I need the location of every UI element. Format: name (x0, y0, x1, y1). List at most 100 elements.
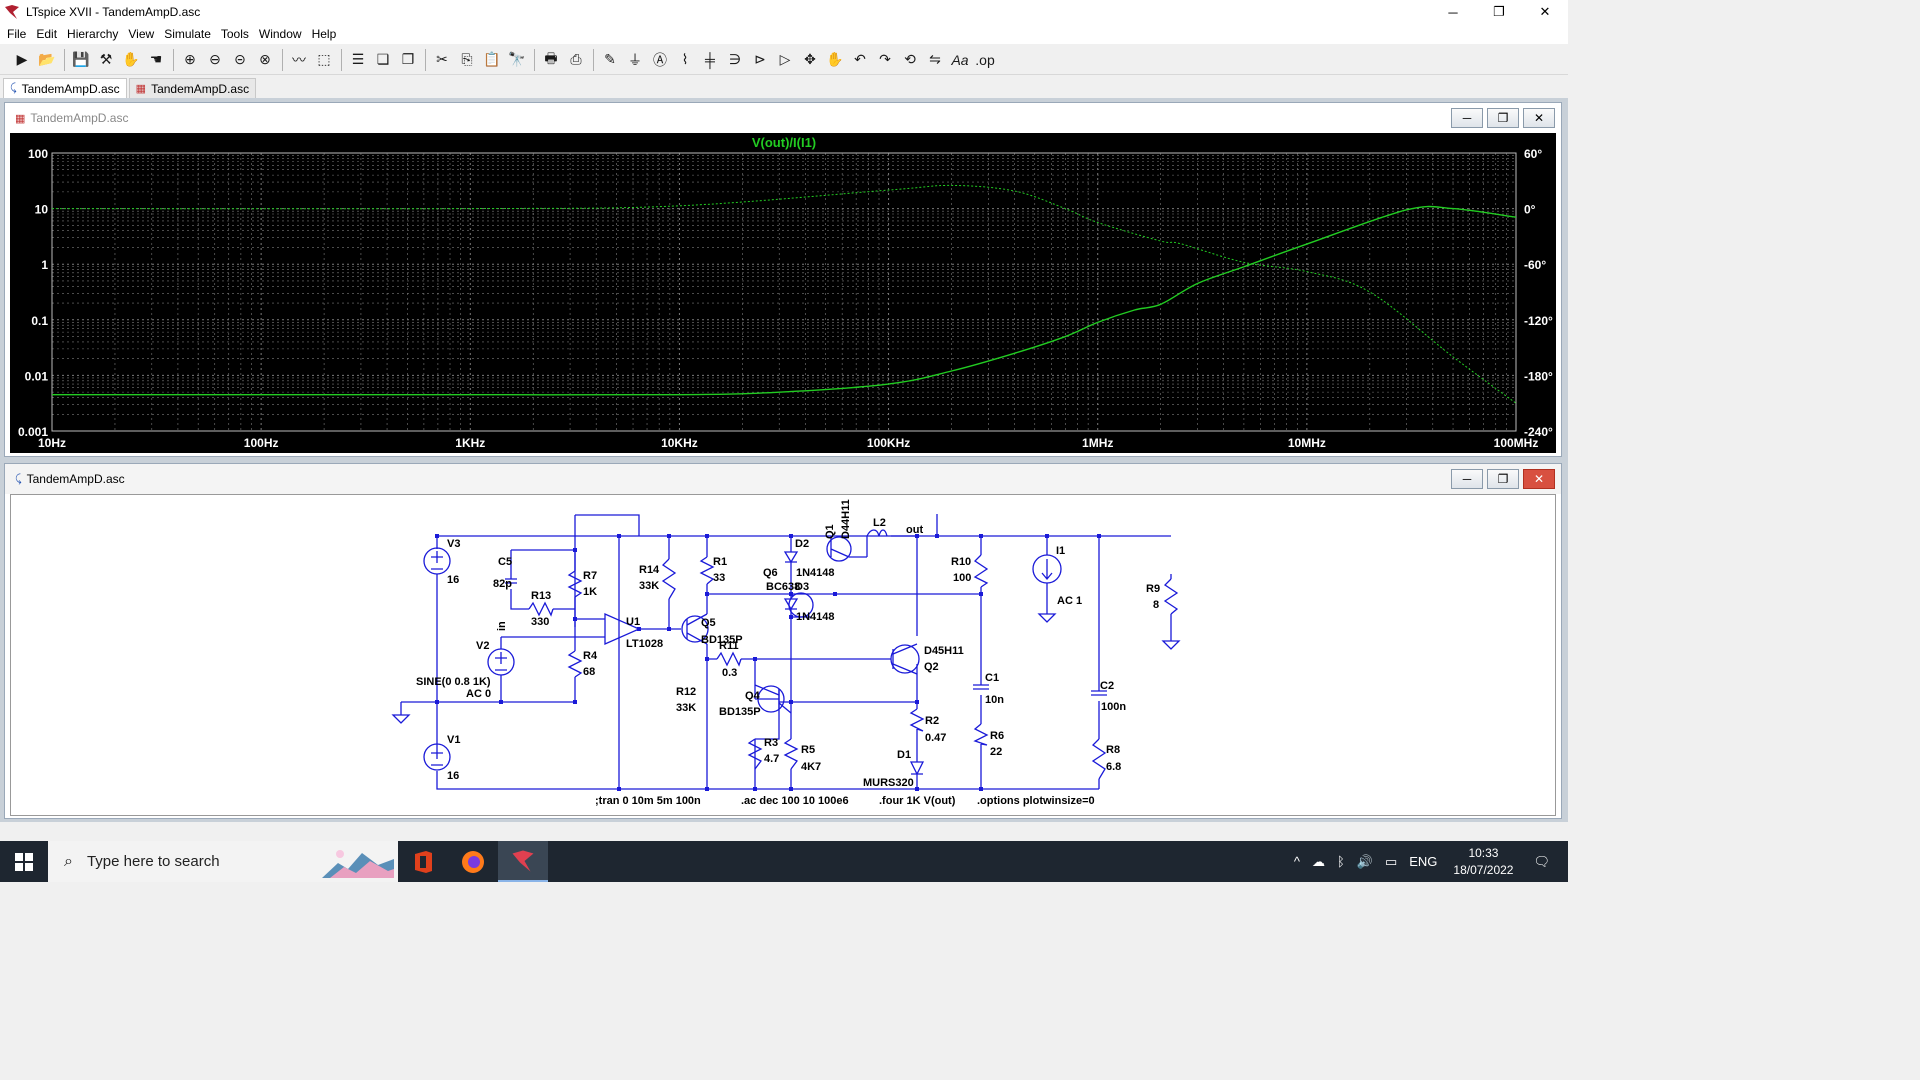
undo-icon[interactable]: ↶ (854, 51, 866, 67)
l2-label: L2 (873, 517, 886, 529)
r13-label: R13 (531, 590, 551, 602)
menu-hierarchy[interactable]: Hierarchy (67, 27, 119, 41)
run-icon[interactable]: ▶ (16, 51, 28, 67)
maximize-button[interactable]: ❐ (1493, 4, 1505, 19)
r5-value: 4K7 (801, 761, 821, 773)
firefox-icon[interactable] (448, 841, 498, 882)
schematic-close-button[interactable]: ✕ (1523, 469, 1555, 489)
x-tick-label: 10KHz (661, 436, 698, 450)
waveform-window-titlebar: ▦ TandemAmpD.asc (5, 103, 1561, 133)
document-tabs: ⤹ TandemAmpD.asc ▦ TandemAmpD.asc (0, 76, 1568, 98)
q1-value: D44H11 (840, 499, 852, 539)
cut-icon[interactable]: ✂ (436, 51, 448, 67)
battery-icon[interactable]: ▭ (1384, 853, 1398, 869)
open-icon[interactable]: 📂 (38, 51, 56, 67)
inductor-icon[interactable]: ∋ (728, 51, 742, 67)
menu-help[interactable]: Help (311, 27, 337, 41)
menu-window[interactable]: Window (258, 27, 302, 41)
r3-value: 4.7 (764, 753, 779, 765)
chevron-up-icon[interactable]: ^ (1293, 854, 1300, 869)
print-icon[interactable]: 🖶 (544, 49, 558, 66)
ac-directive[interactable]: .ac dec 100 10 100e6 (741, 795, 849, 807)
redo-icon[interactable]: ↷ (879, 51, 891, 67)
tile-icon[interactable]: ☰ (351, 51, 365, 67)
move-icon[interactable]: ✥ (804, 51, 816, 67)
tran-directive[interactable]: ;tran 0 10m 5m 100n (595, 795, 701, 807)
ltspice-icon[interactable] (498, 841, 548, 882)
r14-value: 33K (639, 580, 659, 592)
mirror-icon[interactable]: ⇋ (929, 51, 941, 67)
schematic-drawing[interactable]: V3 16 V1 16 C5 82p R13 330 R7 1K R4 68 V… (11, 495, 1557, 817)
language-indicator[interactable]: ENG (1409, 854, 1438, 869)
y2-tick-label: 0° (1524, 203, 1536, 217)
cascade-icon[interactable]: ❏ (376, 51, 390, 67)
r4-label: R4 (583, 650, 598, 662)
close-all-icon[interactable]: ❐ (401, 51, 415, 67)
close-button[interactable]: ✕ (1539, 4, 1551, 19)
rotate-icon[interactable]: ⟲ (904, 51, 916, 67)
zoom-back-icon[interactable]: ⊝ (234, 51, 246, 67)
y-tick-label: 10 (35, 203, 49, 217)
tab-waveform[interactable]: ▦ TandemAmpD.asc (128, 78, 257, 98)
u1-value: LT1028 (626, 638, 663, 650)
zoom-in-icon[interactable]: ⊕ (184, 51, 196, 67)
plot-maximize-button[interactable]: ❐ (1487, 108, 1519, 128)
bluetooth-icon[interactable]: ᛒ (1336, 854, 1345, 869)
tab-label: TandemAmpD.asc (21, 81, 120, 96)
draw-wire-icon[interactable]: ✎ (604, 51, 616, 67)
q6-label: Q6 (763, 567, 778, 579)
autorange-icon[interactable]: ⬚ (317, 51, 331, 67)
plot-close-button[interactable]: ✕ (1523, 108, 1555, 128)
print-preview-icon[interactable]: ⎙ (570, 51, 582, 67)
menu-simulate[interactable]: Simulate (164, 27, 211, 41)
save-icon[interactable]: 💾 (72, 51, 90, 67)
pan-icon[interactable]: ☚ (149, 51, 163, 67)
zoom-extent-icon[interactable]: ⊗ (259, 51, 271, 67)
minimize-button[interactable]: ─ (1448, 4, 1458, 20)
menu-file[interactable]: File (7, 27, 27, 41)
find-icon[interactable]: 🔭 (508, 51, 526, 67)
menu-edit[interactable]: Edit (36, 27, 58, 41)
diode-icon[interactable]: ⊳ (754, 51, 766, 67)
drag-icon[interactable]: ✋ (826, 51, 844, 67)
control-panel-icon[interactable]: ⚒ (99, 51, 113, 67)
options-directive[interactable]: .options plotwinsize=0 (977, 795, 1095, 807)
zoom-out-icon[interactable]: ⊖ (209, 51, 221, 67)
copy-icon[interactable]: ⎘ (461, 51, 473, 67)
capacitor-icon[interactable]: ╪ (705, 51, 715, 68)
schematic-canvas[interactable]: V3 16 V1 16 C5 82p R13 330 R7 1K R4 68 V… (10, 494, 1556, 816)
schematic-maximize-button[interactable]: ❐ (1487, 469, 1519, 489)
r12-label: R12 (676, 686, 696, 698)
text-icon[interactable]: Aa (951, 51, 969, 68)
menu-tools[interactable]: Tools (220, 27, 249, 41)
r13-value: 330 (531, 616, 549, 628)
d1-label: D1 (897, 749, 911, 761)
start-button[interactable] (0, 841, 48, 882)
x-tick-label: 100KHz (867, 436, 910, 450)
ltspice-app-icon (5, 5, 19, 19)
schematic-minimize-button[interactable]: ─ (1451, 469, 1483, 489)
bode-plot[interactable]: 1001010.10.010.00160°0°-60°-120°-180°-24… (10, 133, 1556, 453)
menu-view[interactable]: View (128, 27, 155, 41)
taskbar-search[interactable]: ⌕ Type here to search (48, 841, 398, 882)
q5-label: Q5 (701, 617, 716, 629)
waveform-icon[interactable]: 〰 (292, 51, 306, 68)
office-icon[interactable] (398, 841, 448, 882)
r10-value: 100 (953, 572, 971, 584)
label-icon[interactable]: Ⓐ (653, 51, 667, 68)
component-icon[interactable]: ▷ (779, 51, 791, 67)
notifications-icon[interactable]: 🗨 (1533, 853, 1550, 869)
onedrive-icon[interactable]: ☁ (1311, 853, 1325, 869)
four-directive[interactable]: .four 1K V(out) (879, 795, 956, 807)
halt-icon[interactable]: ✋ (122, 51, 140, 67)
tab-schematic[interactable]: ⤹ TandemAmpD.asc (3, 78, 127, 98)
spice-directive-icon[interactable]: .op (975, 51, 995, 68)
resistor-icon[interactable]: ⌇ (681, 51, 689, 67)
volume-icon[interactable]: 🔊 (1356, 853, 1373, 869)
clock[interactable]: 10:33 18/07/2022 (1453, 845, 1513, 879)
r12-value: 33K (676, 702, 696, 714)
ground-icon[interactable]: ⏚ (628, 51, 642, 68)
plot-minimize-button[interactable]: ─ (1451, 108, 1483, 128)
paste-icon[interactable]: 📋 (483, 51, 501, 67)
